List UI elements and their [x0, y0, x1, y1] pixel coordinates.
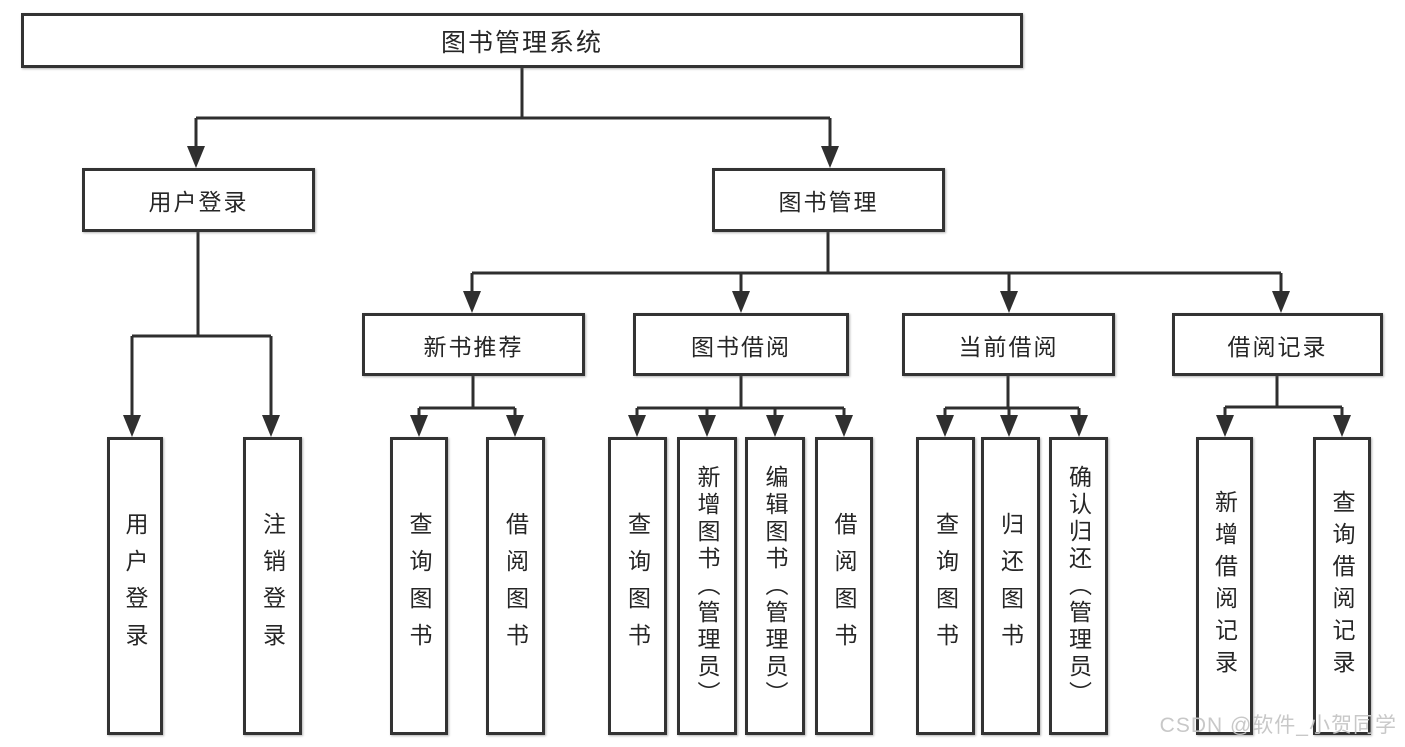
node-current-confirm-return-admin: 确认归还（管理员） — [1049, 437, 1108, 735]
arrow-icon — [1333, 415, 1351, 437]
node-records-query-borrow-record: 查询借阅记录 — [1313, 437, 1371, 735]
arrow-icon — [1000, 415, 1018, 437]
arrow-icon — [1000, 291, 1018, 313]
node-borrowing-borrow-books: 借阅图书 — [815, 437, 873, 735]
arrow-icon — [698, 415, 716, 437]
arrow-icon — [766, 415, 784, 437]
arrow-icon — [262, 415, 280, 437]
connector-currentborrow-to-children — [943, 376, 1081, 416]
node-book-management: 图书管理 — [712, 168, 945, 232]
arrow-icon — [821, 146, 839, 168]
arrow-icon — [123, 415, 141, 437]
arrow-icon — [506, 415, 524, 437]
connector-bookborrow-to-children — [635, 376, 846, 416]
arrow-icon — [1216, 415, 1234, 437]
node-newbook-borrow-books: 借阅图书 — [486, 437, 545, 735]
node-current-borrowing: 当前借阅 — [902, 313, 1115, 376]
arrow-icon — [1272, 291, 1290, 313]
connector-bookmgmt-to-level3 — [470, 232, 1283, 293]
node-book-borrowing: 图书借阅 — [633, 313, 849, 376]
connector-root-to-level2 — [194, 68, 832, 147]
arrow-icon — [936, 415, 954, 437]
connector-newbook-to-children — [417, 376, 517, 416]
arrow-icon — [187, 146, 205, 168]
arrow-icon — [732, 291, 750, 313]
arrow-icon — [1070, 415, 1088, 437]
connector-borrowrecord-to-children — [1223, 376, 1344, 416]
node-borrowing-records: 借阅记录 — [1172, 313, 1383, 376]
node-borrowing-add-books-admin: 新增图书（管理员） — [677, 437, 737, 735]
arrow-icon — [835, 415, 853, 437]
node-records-add-borrow-record: 新增借阅记录 — [1196, 437, 1253, 735]
node-current-query-books: 查询图书 — [916, 437, 975, 735]
arrow-icon — [410, 415, 428, 437]
node-login-leaf: 用户登录 — [107, 437, 163, 735]
arrow-icon — [463, 291, 481, 313]
node-borrowing-edit-books-admin: 编辑图书（管理员） — [745, 437, 805, 735]
node-new-book-recommendation: 新书推荐 — [362, 313, 585, 376]
node-current-return-books: 归还图书 — [981, 437, 1040, 735]
node-newbook-query-books: 查询图书 — [390, 437, 448, 735]
node-logout-leaf: 注销登录 — [243, 437, 302, 735]
arrow-icon — [628, 415, 646, 437]
node-borrowing-query-books: 查询图书 — [608, 437, 667, 735]
node-library-management-system: 图书管理系统 — [21, 13, 1023, 68]
node-user-login: 用户登录 — [82, 168, 315, 232]
connector-userlogin-to-children — [130, 232, 273, 416]
csdn-watermark: CSDN @软件_小贺同学 — [1159, 714, 1397, 737]
